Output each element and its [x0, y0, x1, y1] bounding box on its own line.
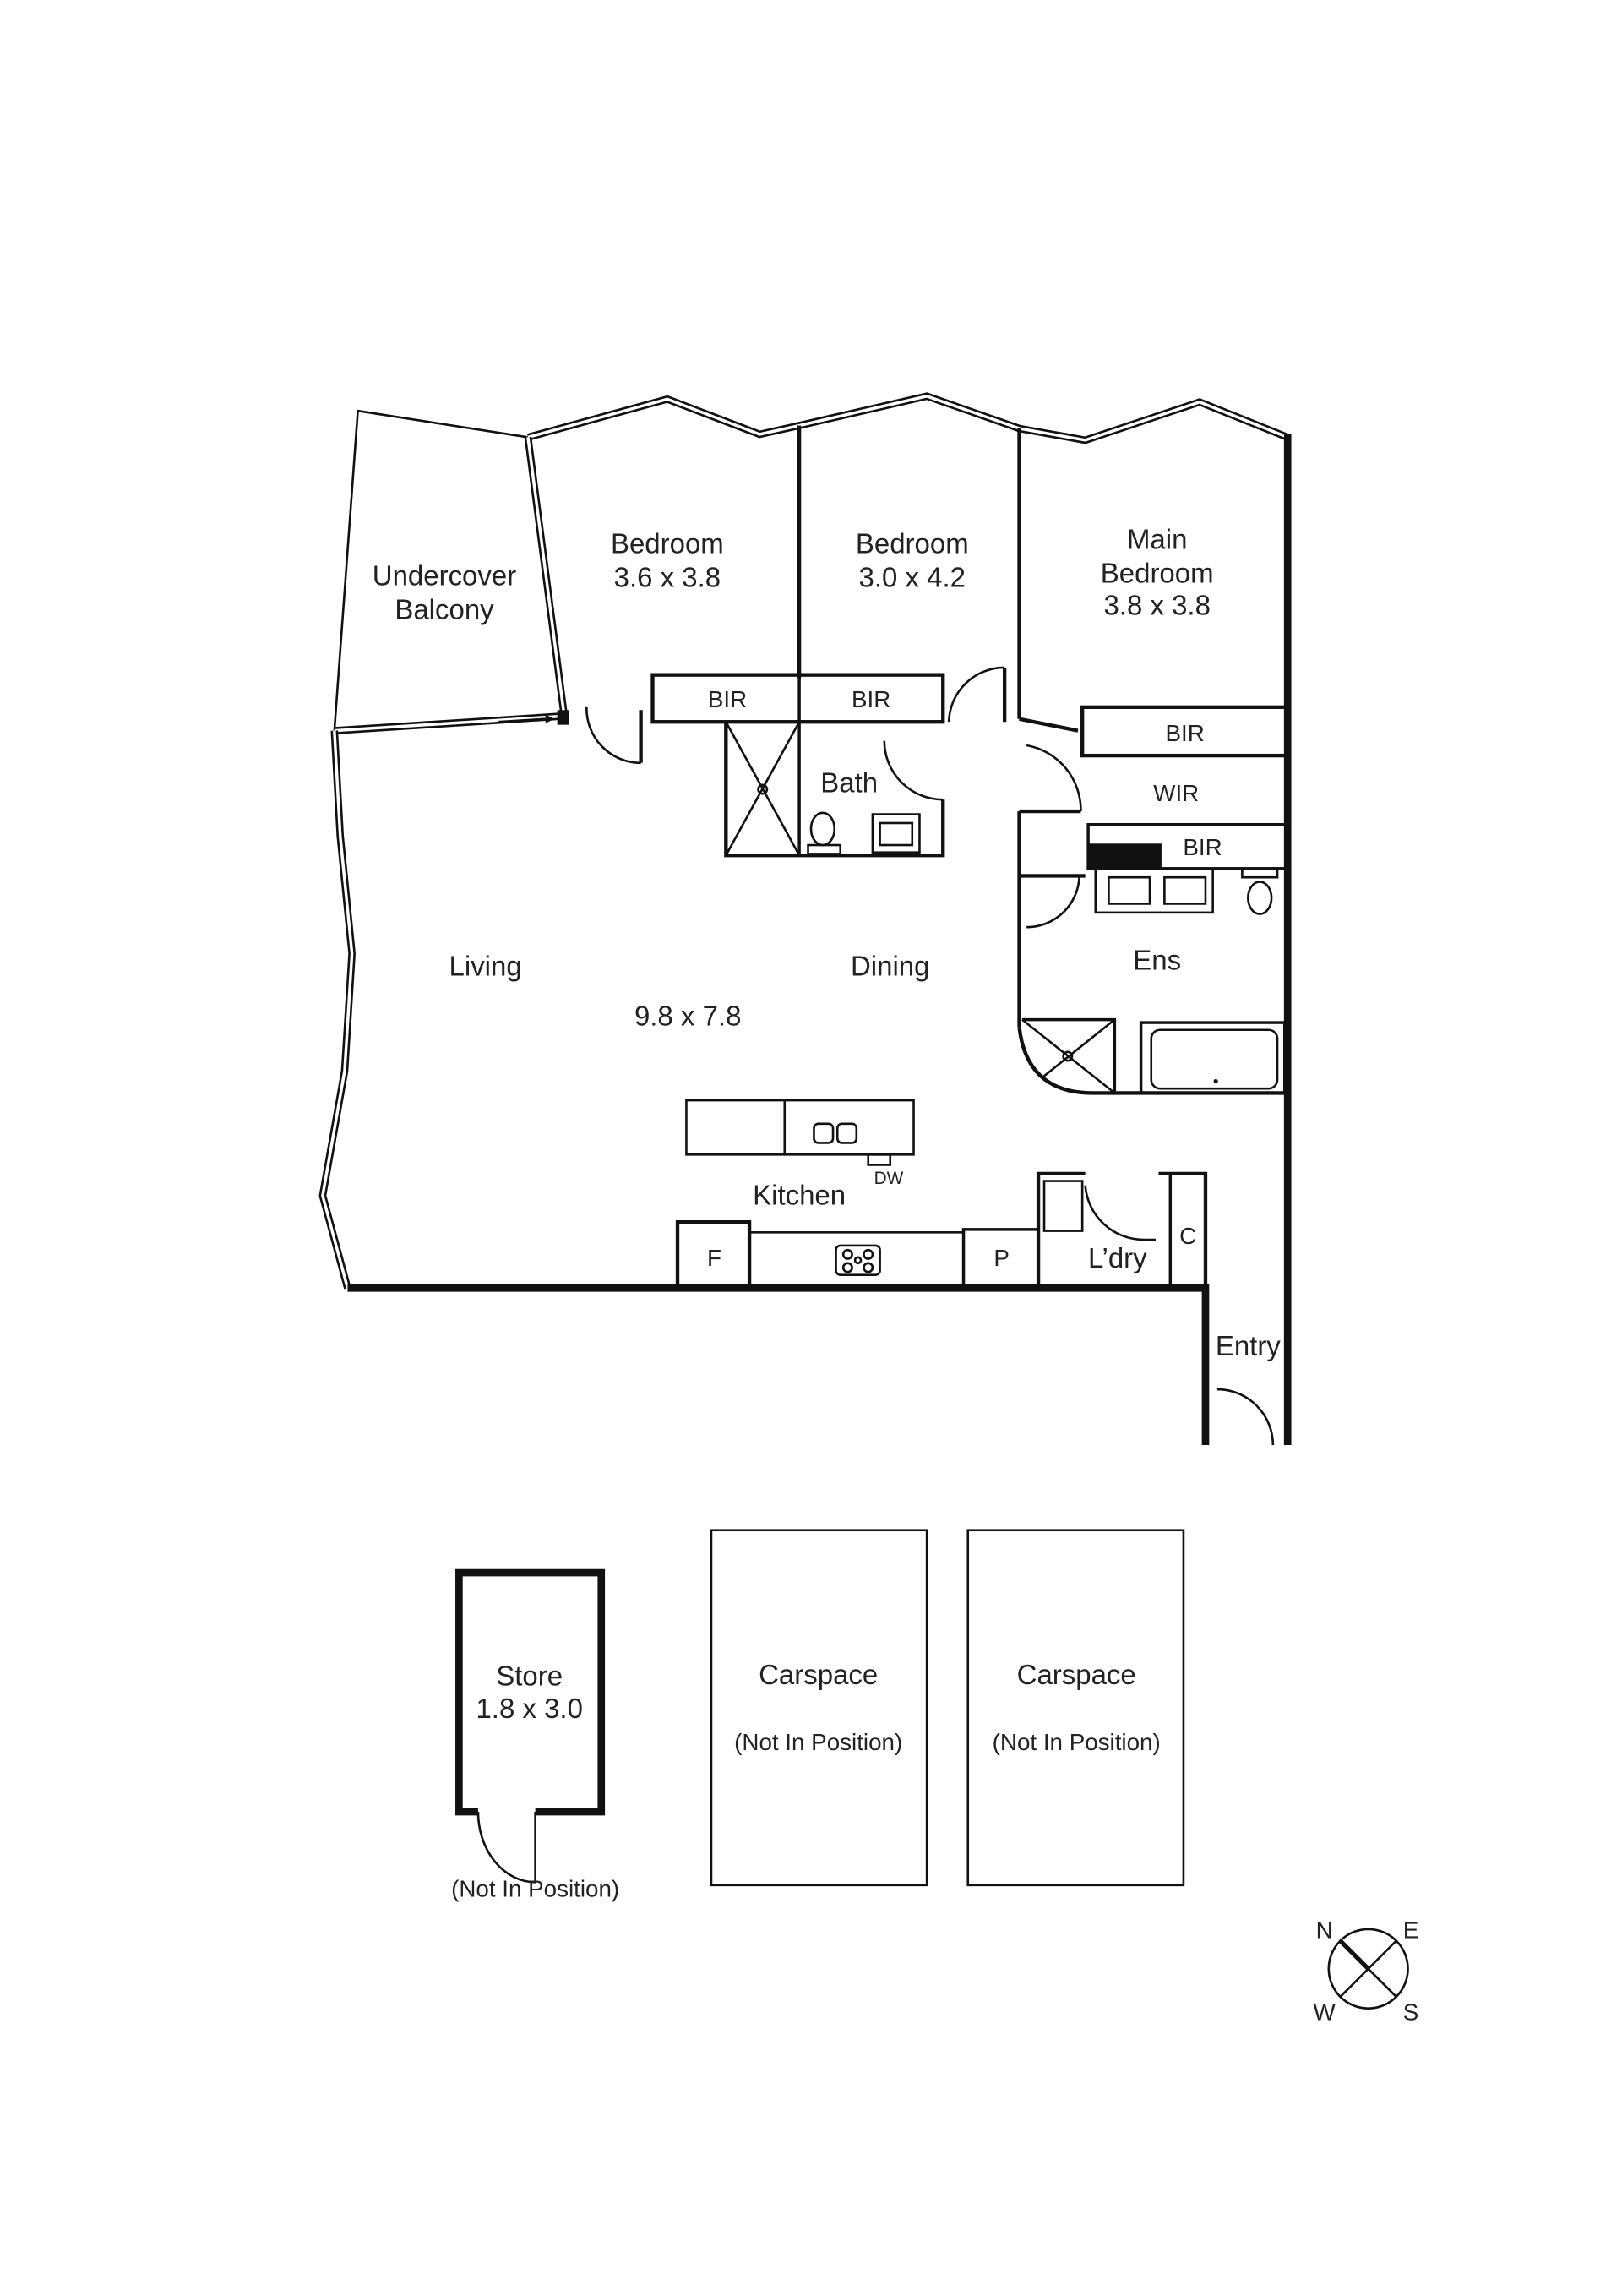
balcony-label-2: Balcony [395, 594, 494, 625]
shower-drain-icon [757, 783, 769, 795]
toilet-icon [809, 811, 836, 847]
ensuite: Ens [1021, 867, 1287, 1095]
bath-label: Bath [820, 767, 878, 799]
toilet-icon [1247, 881, 1273, 915]
cooktop-icon [835, 1244, 881, 1276]
bir-2-label: BIR [852, 686, 890, 712]
built-in-robes: BIR BIR BIR WIR BIR [650, 673, 1290, 870]
laundry: L’dry C [1036, 1171, 1208, 1289]
compass-icon: N E W S [1313, 1917, 1418, 2025]
store-size: 1.8 x 3.0 [476, 1693, 582, 1724]
pantry-label: P [993, 1245, 1010, 1271]
bedroom-2-size: 3.0 x 4.2 [859, 561, 966, 592]
dining-label: Dining [851, 951, 929, 982]
carspace-2-label: Carspace [1017, 1659, 1136, 1690]
cupboard-label: C [1179, 1223, 1196, 1249]
bedroom-1-label: Bedroom [611, 528, 724, 559]
balcony-label-1: Undercover [373, 560, 516, 592]
interior-walls [639, 425, 1288, 1095]
bedroom-1-size: 3.6 x 3.8 [614, 561, 721, 592]
ens-label: Ens [1133, 945, 1181, 976]
compass-e: E [1403, 1917, 1419, 1943]
bir-3-label: BIR [1166, 720, 1205, 746]
laundry-label: L’dry [1088, 1242, 1147, 1273]
windows [318, 392, 1289, 1290]
sink-icon [813, 1122, 835, 1144]
kitchen: DW Kitchen F P [675, 1099, 1040, 1290]
bathtub-icon [1150, 1028, 1279, 1090]
kitchen-label: Kitchen [753, 1179, 846, 1210]
carspace-2: Carspace (Not In Position) [966, 1529, 1185, 1887]
dishwasher-label: DW [874, 1169, 904, 1188]
store-label: Store [496, 1661, 563, 1692]
main-bedroom-size: 3.8 x 3.8 [1103, 589, 1210, 620]
fridge-label: F [707, 1245, 721, 1271]
vanity-icon [871, 813, 921, 854]
bedroom-2-label: Bedroom [856, 528, 969, 559]
bir-1-label: BIR [708, 686, 747, 712]
compass-n: N [1316, 1917, 1333, 1943]
carspace-1-note: (Not In Position) [734, 1729, 902, 1755]
living-label: Living [449, 951, 522, 982]
store: Store 1.8 x 3.0 (Not In Position) [451, 1568, 619, 1902]
compass-s: S [1403, 1999, 1419, 2026]
main-bedroom-label-2: Bedroom [1101, 557, 1214, 588]
carspace-1-label: Carspace [759, 1659, 878, 1690]
store-note: (Not In Position) [451, 1876, 619, 1902]
main-bedroom-label-1: Main [1127, 523, 1187, 554]
living-size: 9.8 x 7.8 [634, 1001, 741, 1032]
wir-label: WIR [1153, 780, 1199, 806]
carspace-2-note: (Not In Position) [993, 1729, 1161, 1755]
bathroom: Bath [724, 721, 945, 858]
sliding-door-arrow-icon [498, 714, 555, 723]
carspace-1: Carspace (Not In Position) [710, 1529, 928, 1887]
shower-drain-icon [1062, 1050, 1074, 1062]
entry-label: Entry [1216, 1330, 1281, 1361]
doors [585, 666, 1275, 1446]
kitchen-island [685, 1099, 915, 1156]
compass-w: W [1313, 1999, 1336, 2026]
undercover-balcony: Undercover Balcony [333, 409, 529, 731]
laundry-tub-icon [1042, 1180, 1084, 1232]
bir-4-label: BIR [1183, 834, 1222, 860]
